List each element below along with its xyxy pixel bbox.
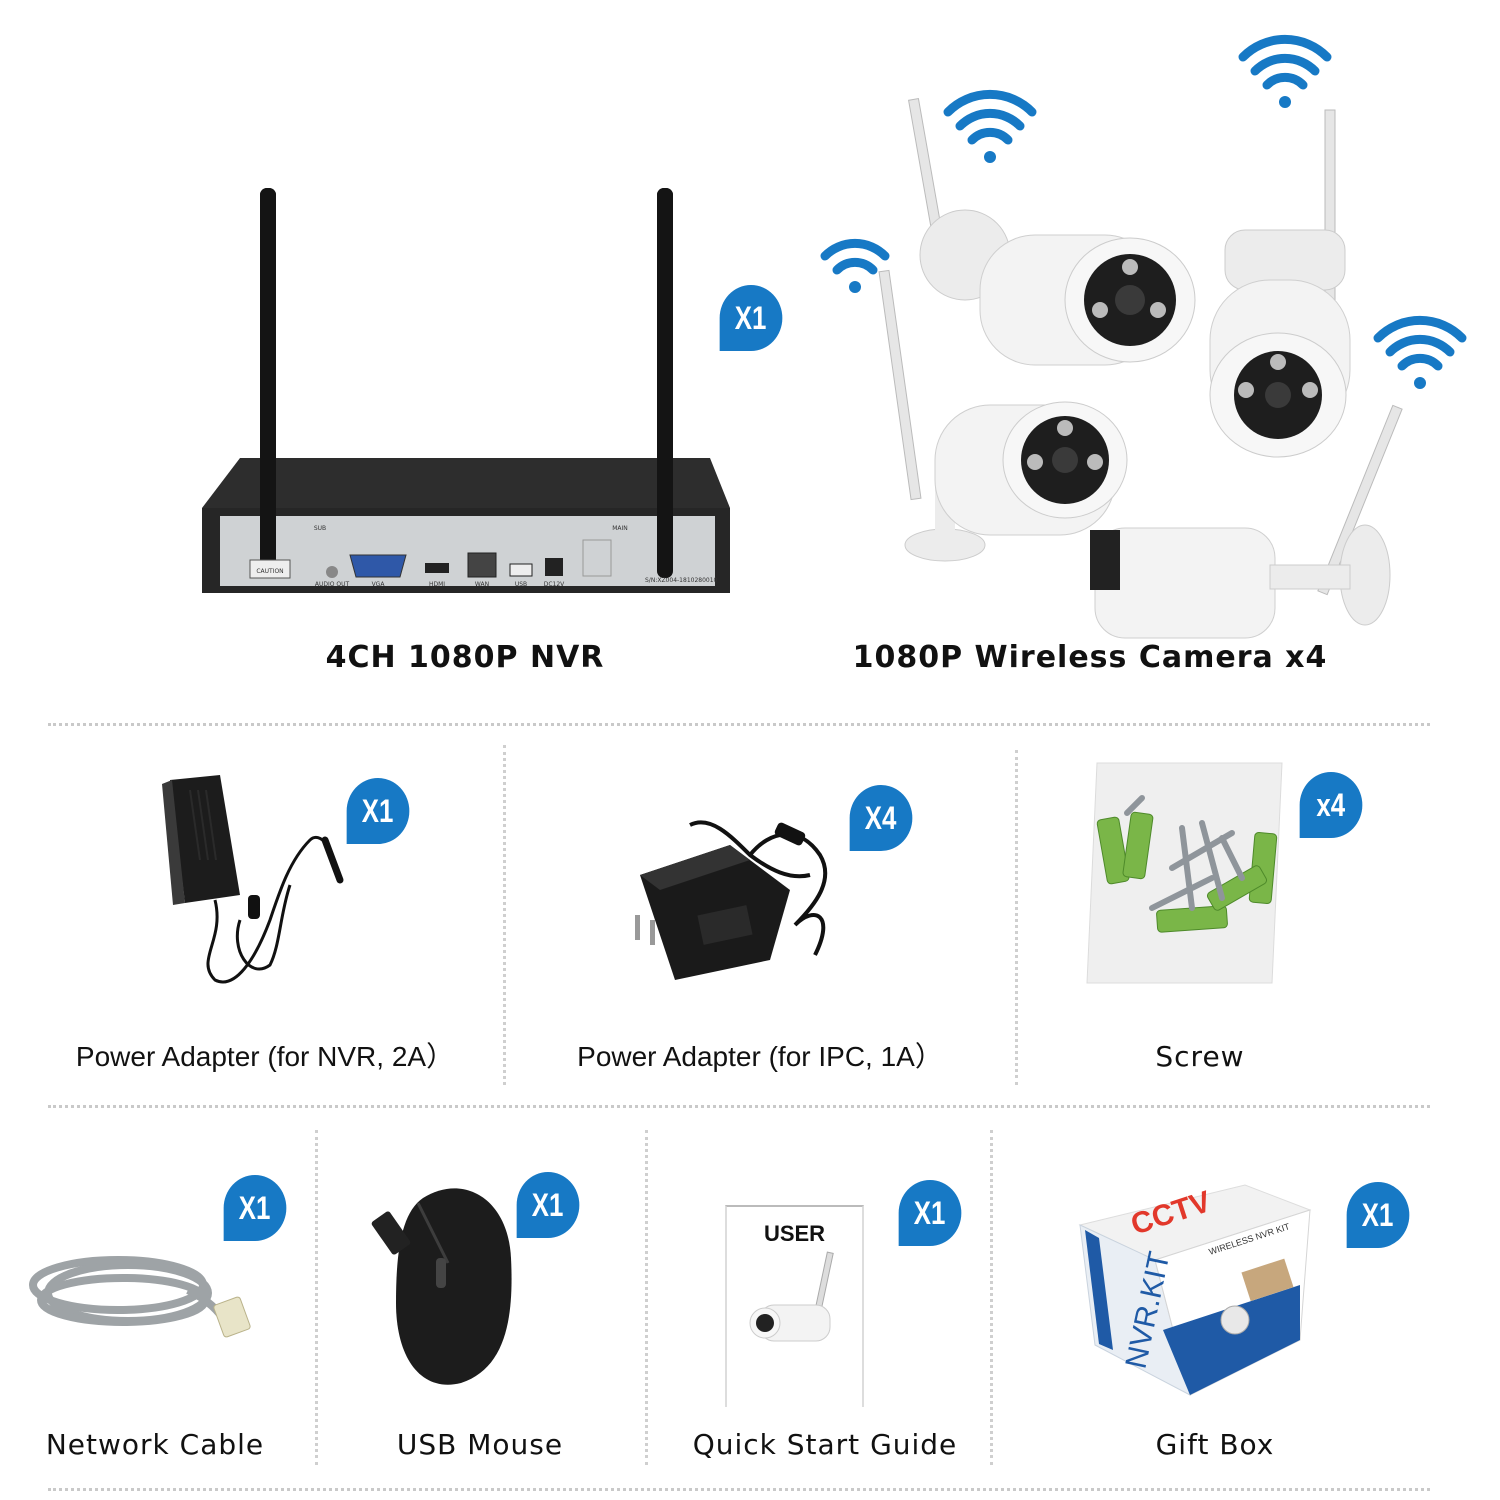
nvr-quantity-badge: X1 — [719, 285, 783, 351]
separator-middle — [48, 1105, 1430, 1108]
screw-quantity-badge: x4 — [1299, 772, 1363, 838]
svg-text:MAIN: MAIN — [612, 525, 628, 532]
nvr-adapter-illustration — [162, 775, 344, 984]
quick-start-guide-label: Quick Start Guide — [692, 1428, 958, 1461]
wifi-icon — [820, 238, 890, 293]
screw-bag-illustration — [1086, 762, 1283, 984]
wifi-icon — [1238, 35, 1332, 108]
usb-mouse-illustration — [371, 1188, 512, 1385]
svg-text:SUB: SUB — [314, 525, 326, 532]
gift-box-illustration: CCTV NVR.KIT WIRELESS NVR KIT — [1078, 1184, 1312, 1396]
nvr-illustration: CAUTION AUDIO OUT VGA HDMI WAN USB DC12V… — [202, 188, 730, 593]
caution-sticker-text: CAUTION — [256, 568, 283, 575]
cameras-illustration — [820, 35, 1467, 639]
mouse-quantity-badge: X1 — [516, 1172, 580, 1238]
guide-booklet: USER — [725, 1205, 864, 1407]
usb-mouse-label: USB Mouse — [396, 1428, 564, 1461]
network-cable-label: Network Cable — [45, 1428, 265, 1461]
camera-4 — [1090, 404, 1403, 639]
ipc-adapter-illustration — [635, 820, 828, 980]
cable-quantity-badge: X1 — [223, 1175, 287, 1241]
camera-3 — [878, 269, 1128, 562]
separator-top — [48, 723, 1430, 726]
svg-text:VGA: VGA — [372, 581, 386, 588]
svg-text:AUDIO OUT: AUDIO OUT — [315, 581, 350, 588]
svg-text:DC12V: DC12V — [544, 581, 565, 588]
serial-number: S/N:XZ004-1810280010 — [645, 577, 718, 584]
network-cable-illustration — [29, 1256, 251, 1338]
separator-row2-a — [503, 745, 506, 1085]
ipc-adapter-quantity-badge: X4 — [849, 785, 913, 851]
nvr-adapter-quantity-badge: X1 — [346, 778, 410, 844]
separator-row3-c — [990, 1130, 993, 1465]
gift-box-quantity-badge: X1 — [1346, 1182, 1410, 1248]
separator-row3-b — [645, 1130, 648, 1465]
nvr-adapter-label: Power Adapter (for NVR, 2A） — [75, 1041, 455, 1072]
separator-bottom — [48, 1488, 1430, 1491]
screw-label: Screw — [1155, 1040, 1245, 1073]
svg-text:USB: USB — [515, 581, 527, 588]
screws — [1124, 795, 1245, 911]
wifi-icon — [943, 90, 1037, 163]
separator-row3-a — [315, 1130, 318, 1465]
guide-quantity-badge: X1 — [898, 1180, 962, 1246]
svg-text:HDMI: HDMI — [429, 581, 445, 588]
gift-box-label: Gift Box — [1155, 1428, 1275, 1461]
svg-text:WAN: WAN — [475, 581, 489, 588]
nvr-label: 4CH 1080P NVR — [325, 640, 605, 675]
cameras-label: 1080P Wireless Camera x4 — [852, 640, 1328, 675]
guide-camera-illustration — [749, 1251, 834, 1342]
wifi-icon — [1373, 316, 1467, 389]
camera-1 — [908, 97, 1196, 366]
guide-booklet-title: USER — [763, 1221, 826, 1246]
camera-2 — [1209, 109, 1351, 458]
ipc-adapter-label: Power Adapter (for IPC, 1A） — [577, 1041, 943, 1072]
separator-row2-b — [1015, 750, 1018, 1085]
